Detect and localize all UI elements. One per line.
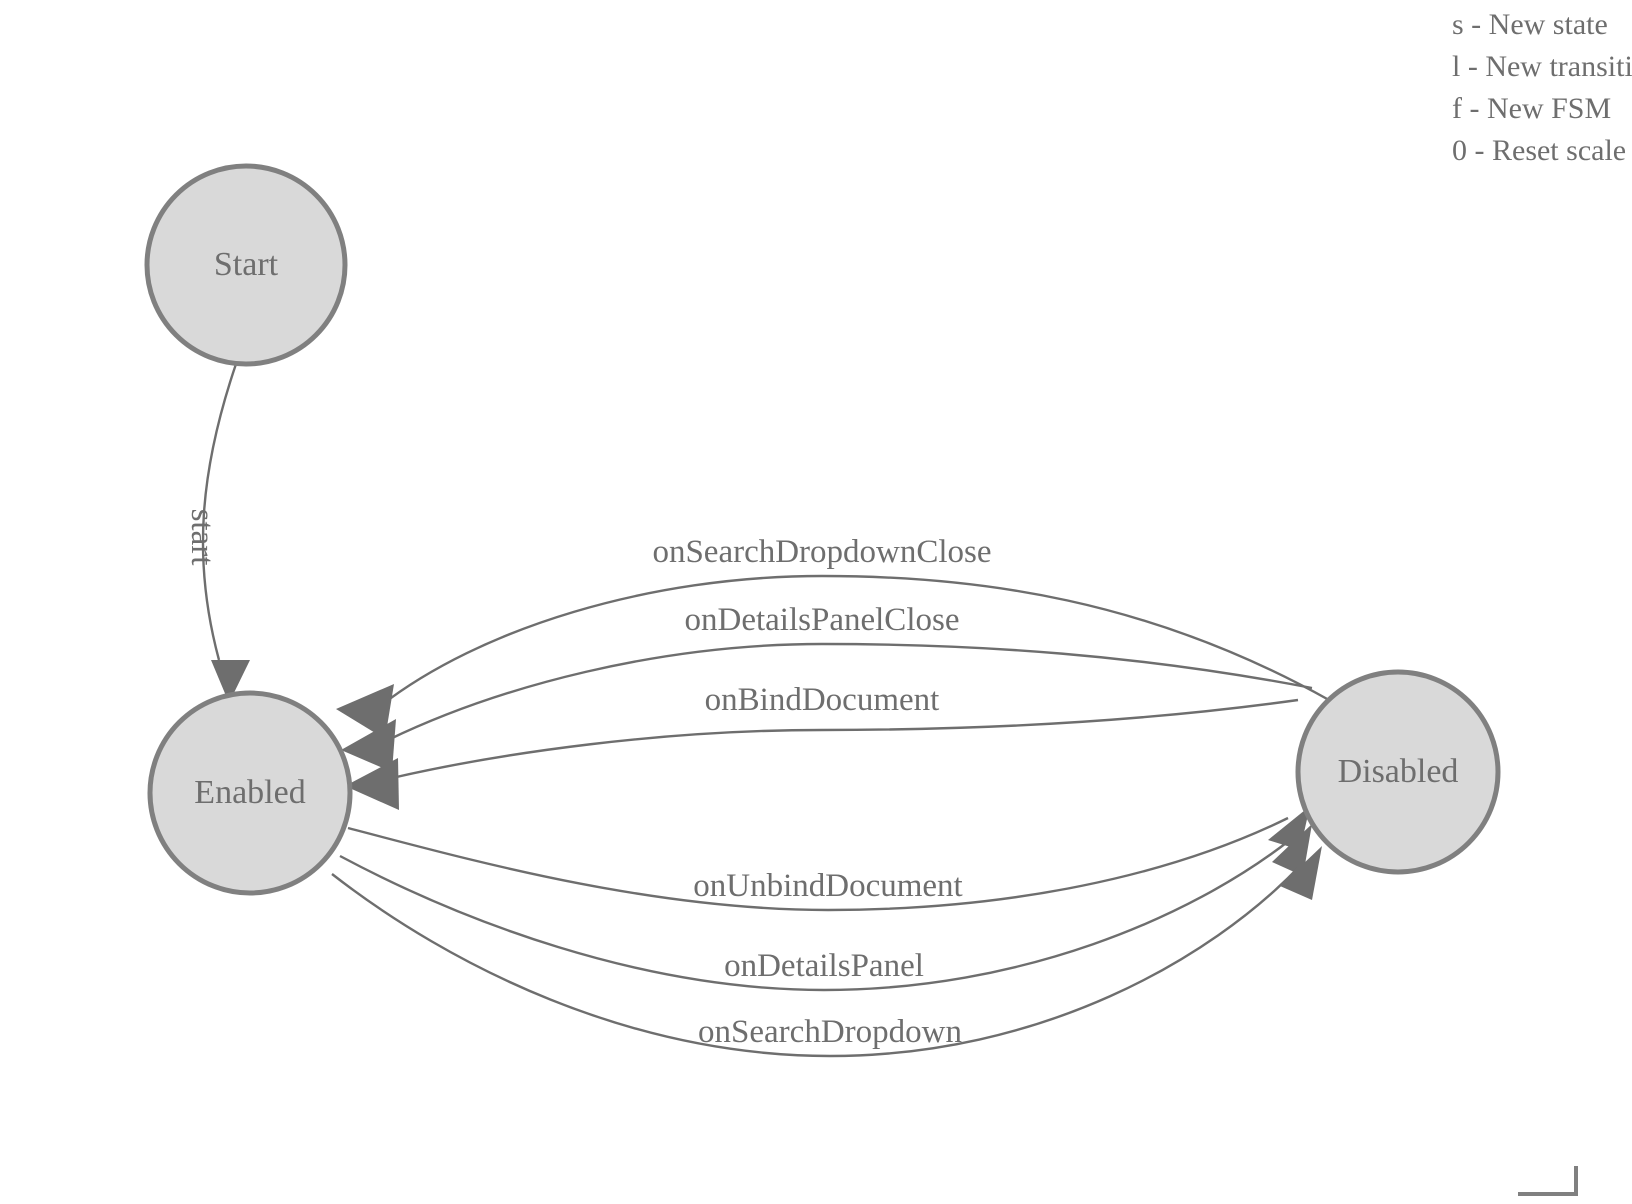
edge-enabled-to-disabled-unbind-document[interactable]: onUnbindDocument xyxy=(347,806,1310,912)
node-disabled-label: Disabled xyxy=(1338,753,1459,790)
viewport-corner-mark xyxy=(1518,1166,1578,1196)
edge-label-on-search-dropdown: onSearchDropdown xyxy=(698,1014,962,1050)
arrowhead-on-details-panel-close xyxy=(341,719,396,772)
edge-path-on-search-dropdown xyxy=(331,865,1301,1058)
edge-disabled-to-enabled-details-panel-close[interactable]: onDetailsPanelClose xyxy=(341,602,1313,772)
edge-label-on-bind-document: onBindDocument xyxy=(705,682,940,718)
edge-enabled-to-disabled-details-panel[interactable]: onDetailsPanel xyxy=(339,824,1312,992)
help-line-new-transition: l - New transition xyxy=(1452,50,1632,83)
edge-path-on-bind-document xyxy=(391,698,1299,780)
arrowhead-on-bind-document xyxy=(345,758,399,810)
edge-label-start: start xyxy=(184,509,220,566)
node-enabled[interactable]: Enabled xyxy=(147,690,353,896)
arrowhead-on-details-panel xyxy=(1272,824,1312,876)
edge-label-on-search-dropdown-close: onSearchDropdownClose xyxy=(652,534,991,570)
node-start[interactable]: Start xyxy=(144,163,348,367)
edge-disabled-to-enabled-bind-document[interactable]: onBindDocument xyxy=(345,682,1299,810)
edge-path-on-search-dropdown-close xyxy=(378,574,1330,708)
edge-enabled-to-disabled-search-dropdown[interactable]: onSearchDropdown xyxy=(331,846,1322,1058)
help-line-new-fsm: f - New FSM xyxy=(1452,92,1612,125)
node-enabled-label: Enabled xyxy=(194,774,305,811)
edge-path-on-details-panel xyxy=(339,839,1291,992)
edge-path-on-details-panel-close xyxy=(387,642,1313,742)
edge-label-on-details-panel: onDetailsPanel xyxy=(724,948,924,984)
edge-label-on-unbind-document: onUnbindDocument xyxy=(693,868,962,904)
edge-path-on-unbind-document xyxy=(347,816,1289,912)
node-disabled[interactable]: Disabled xyxy=(1295,669,1501,875)
help-legend: s - New state l - New transition f - New… xyxy=(1422,0,1632,172)
node-enabled-circle[interactable] xyxy=(147,690,353,896)
node-start-label: Start xyxy=(214,246,279,283)
edge-disabled-to-enabled-search-dropdown-close[interactable]: onSearchDropdownClose xyxy=(336,534,1330,739)
arrowhead-start-to-enabled xyxy=(211,660,250,703)
arrowhead-on-search-dropdown-close xyxy=(336,684,394,739)
edge-label-on-details-panel-close: onDetailsPanelClose xyxy=(685,602,960,638)
arrowhead-on-search-dropdown xyxy=(1280,846,1322,900)
edge-start-to-enabled[interactable]: start xyxy=(184,363,250,703)
help-line-reset-scale: 0 - Reset scale xyxy=(1452,134,1627,167)
node-start-circle[interactable] xyxy=(144,163,348,367)
node-disabled-circle[interactable] xyxy=(1295,669,1501,875)
edge-path-start xyxy=(201,363,238,661)
help-line-new-state: s - New state xyxy=(1452,8,1608,41)
